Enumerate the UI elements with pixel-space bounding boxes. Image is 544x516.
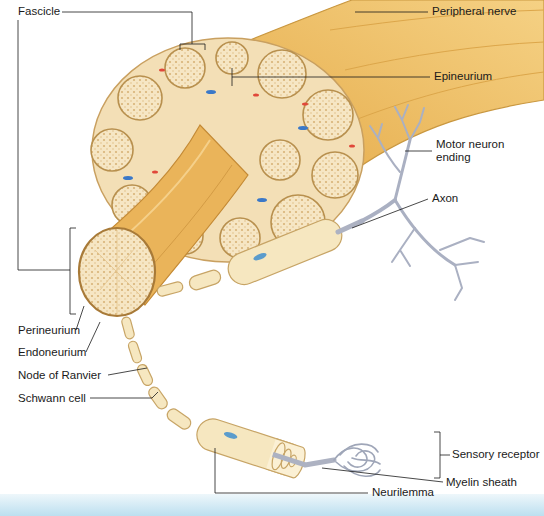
part-label: Endoneurium [18, 346, 86, 359]
leader-line [322, 468, 443, 482]
part-label: Node of Ranvier [18, 369, 101, 382]
part-label: Peripheral nerve [432, 5, 516, 18]
vein-dot [257, 198, 267, 202]
artery-dot [253, 93, 259, 96]
leader-line [232, 77, 430, 78]
axon-core [273, 454, 305, 465]
artery-dot [302, 102, 308, 105]
artery-dot [349, 144, 355, 147]
leader-line [440, 455, 450, 456]
receptor-coil [340, 444, 378, 455]
myelin-segment [188, 268, 223, 291]
fascicle [165, 48, 205, 88]
fascicle [260, 140, 300, 180]
leader-line [352, 199, 428, 228]
part-label: Myelin sheath [446, 476, 517, 489]
part-label: Perineurium [18, 324, 80, 337]
myelin-segment [121, 316, 135, 340]
ending-branch [392, 228, 415, 266]
leader-line [215, 448, 368, 493]
leader-line [355, 12, 428, 13]
endoneurium-strands [95, 230, 140, 315]
motor-ending [360, 105, 484, 300]
nerve-fiber-line [345, 42, 544, 70]
ending-branch [370, 124, 400, 172]
motor-fiber [156, 215, 346, 298]
bracket [434, 432, 440, 478]
ending-branch [440, 238, 484, 300]
vein-dot [298, 126, 308, 130]
leader-lines [18, 12, 450, 493]
fascicle [91, 129, 133, 171]
fascicle [312, 152, 358, 198]
artery-dot [159, 68, 165, 71]
fascicle [258, 50, 306, 98]
fascicle-section [79, 228, 155, 316]
part-label: Fascicle [18, 5, 60, 18]
part-label: Schwann cell [18, 392, 86, 405]
leader-line [62, 12, 192, 44]
background-band [0, 494, 544, 516]
part-label: Sensory receptor [452, 448, 540, 461]
axon-segment [305, 460, 334, 465]
bracket [232, 68, 233, 86]
myelin-segment [136, 363, 154, 387]
leader-line [18, 20, 70, 270]
vein-dot [123, 176, 133, 180]
bracket [70, 228, 76, 314]
myelin-segment [156, 281, 184, 297]
myelin-cutaway [266, 439, 308, 480]
leader-line [90, 392, 158, 398]
part-label: Motor neuron ending [436, 138, 518, 164]
schwann-cell-body [193, 415, 308, 479]
part-label: Neurilemma [372, 486, 434, 499]
sensory-receptor [334, 444, 380, 476]
myelin-segment [127, 340, 142, 364]
schwann-nucleus [223, 431, 238, 441]
myelin-segment [165, 407, 193, 432]
leader-line [108, 368, 147, 375]
ending-trunk [360, 200, 395, 222]
receptor-coil [344, 458, 380, 476]
fascicle [118, 76, 162, 120]
fascicle [303, 90, 353, 140]
schwann-segment [223, 215, 346, 290]
ending-branch [395, 105, 424, 140]
schwann-segment [193, 415, 310, 480]
part-label: Axon [432, 192, 458, 205]
schwann-nucleus [252, 252, 267, 262]
leader-line [86, 322, 100, 352]
artery-dot [152, 170, 158, 173]
schwann-cell-body [223, 215, 346, 290]
vein-dot [206, 90, 216, 94]
bracket [180, 44, 205, 50]
part-label: Epineurium [434, 70, 492, 83]
leader-line [405, 151, 432, 152]
